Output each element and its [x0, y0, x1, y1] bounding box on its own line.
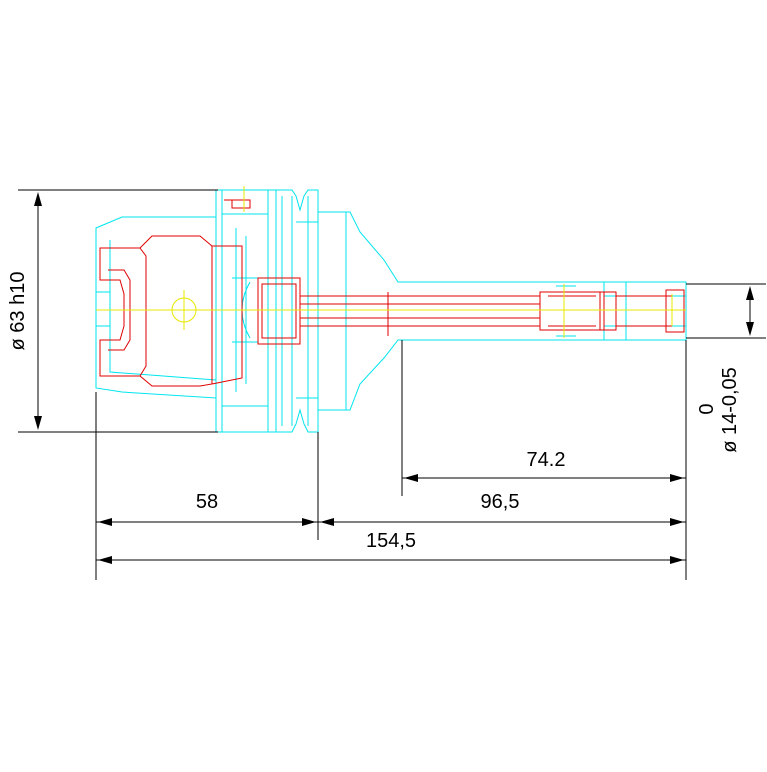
dim-diameter-flange: ø 63 h10 — [7, 272, 29, 351]
dimension-arrowheads — [34, 192, 754, 564]
centerlines — [96, 186, 686, 338]
inner-parts — [99, 199, 685, 387]
dim-diameter-tip: ø 14-0,05 — [719, 367, 741, 453]
dim-length-total: 154,5 — [366, 530, 416, 552]
dim-length-shank: 96,5 — [481, 491, 520, 513]
dim-tolerance-upper: 0 — [696, 403, 718, 414]
dim-length-tip: 74.2 — [527, 449, 566, 471]
dim-length-flange: 58 — [196, 491, 218, 513]
